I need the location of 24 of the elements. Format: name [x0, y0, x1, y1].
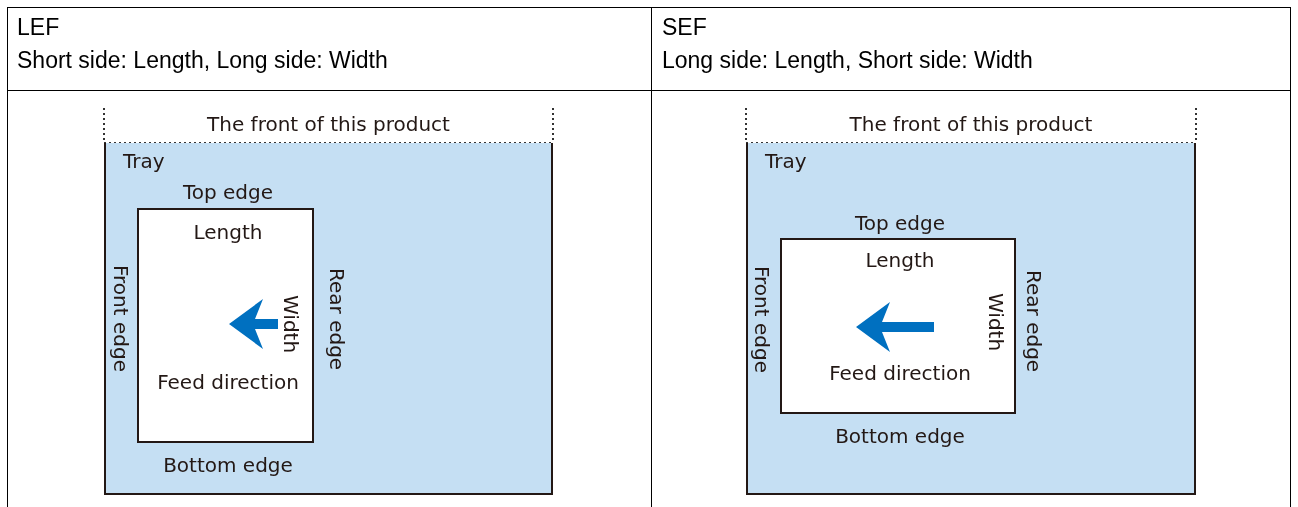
- side-label: Top edge: [182, 180, 274, 204]
- dimension-label: Length: [193, 220, 263, 244]
- side-label: Rear edge: [1022, 270, 1046, 373]
- tray-area: [746, 143, 1196, 495]
- dimension-label: Width: [984, 293, 1008, 352]
- front-label: The front of this product: [849, 112, 1093, 136]
- tray-area: [104, 143, 553, 495]
- direction-label: Feed direction: [157, 370, 299, 394]
- side-label: Front edge: [109, 265, 133, 372]
- column-header: Long side: Length, Short side: Width: [662, 47, 1033, 74]
- dimension-label: Length: [865, 248, 935, 272]
- side-label: Bottom edge: [835, 424, 965, 448]
- side-label: Top edge: [854, 211, 946, 235]
- column-header: LEF: [17, 14, 60, 41]
- side-label: Front edge: [750, 266, 774, 373]
- column-header: SEF: [662, 14, 707, 41]
- column-header: Short side: Length, Long side: Width: [17, 47, 388, 74]
- side-label: Bottom edge: [163, 453, 293, 477]
- dimension-label: Width: [279, 295, 303, 354]
- tray-label: Tray: [123, 149, 165, 173]
- direction-label: Feed direction: [829, 361, 971, 385]
- tray-label: Tray: [765, 149, 807, 173]
- front-label: The front of this product: [207, 112, 450, 136]
- side-label: Rear edge: [325, 268, 349, 371]
